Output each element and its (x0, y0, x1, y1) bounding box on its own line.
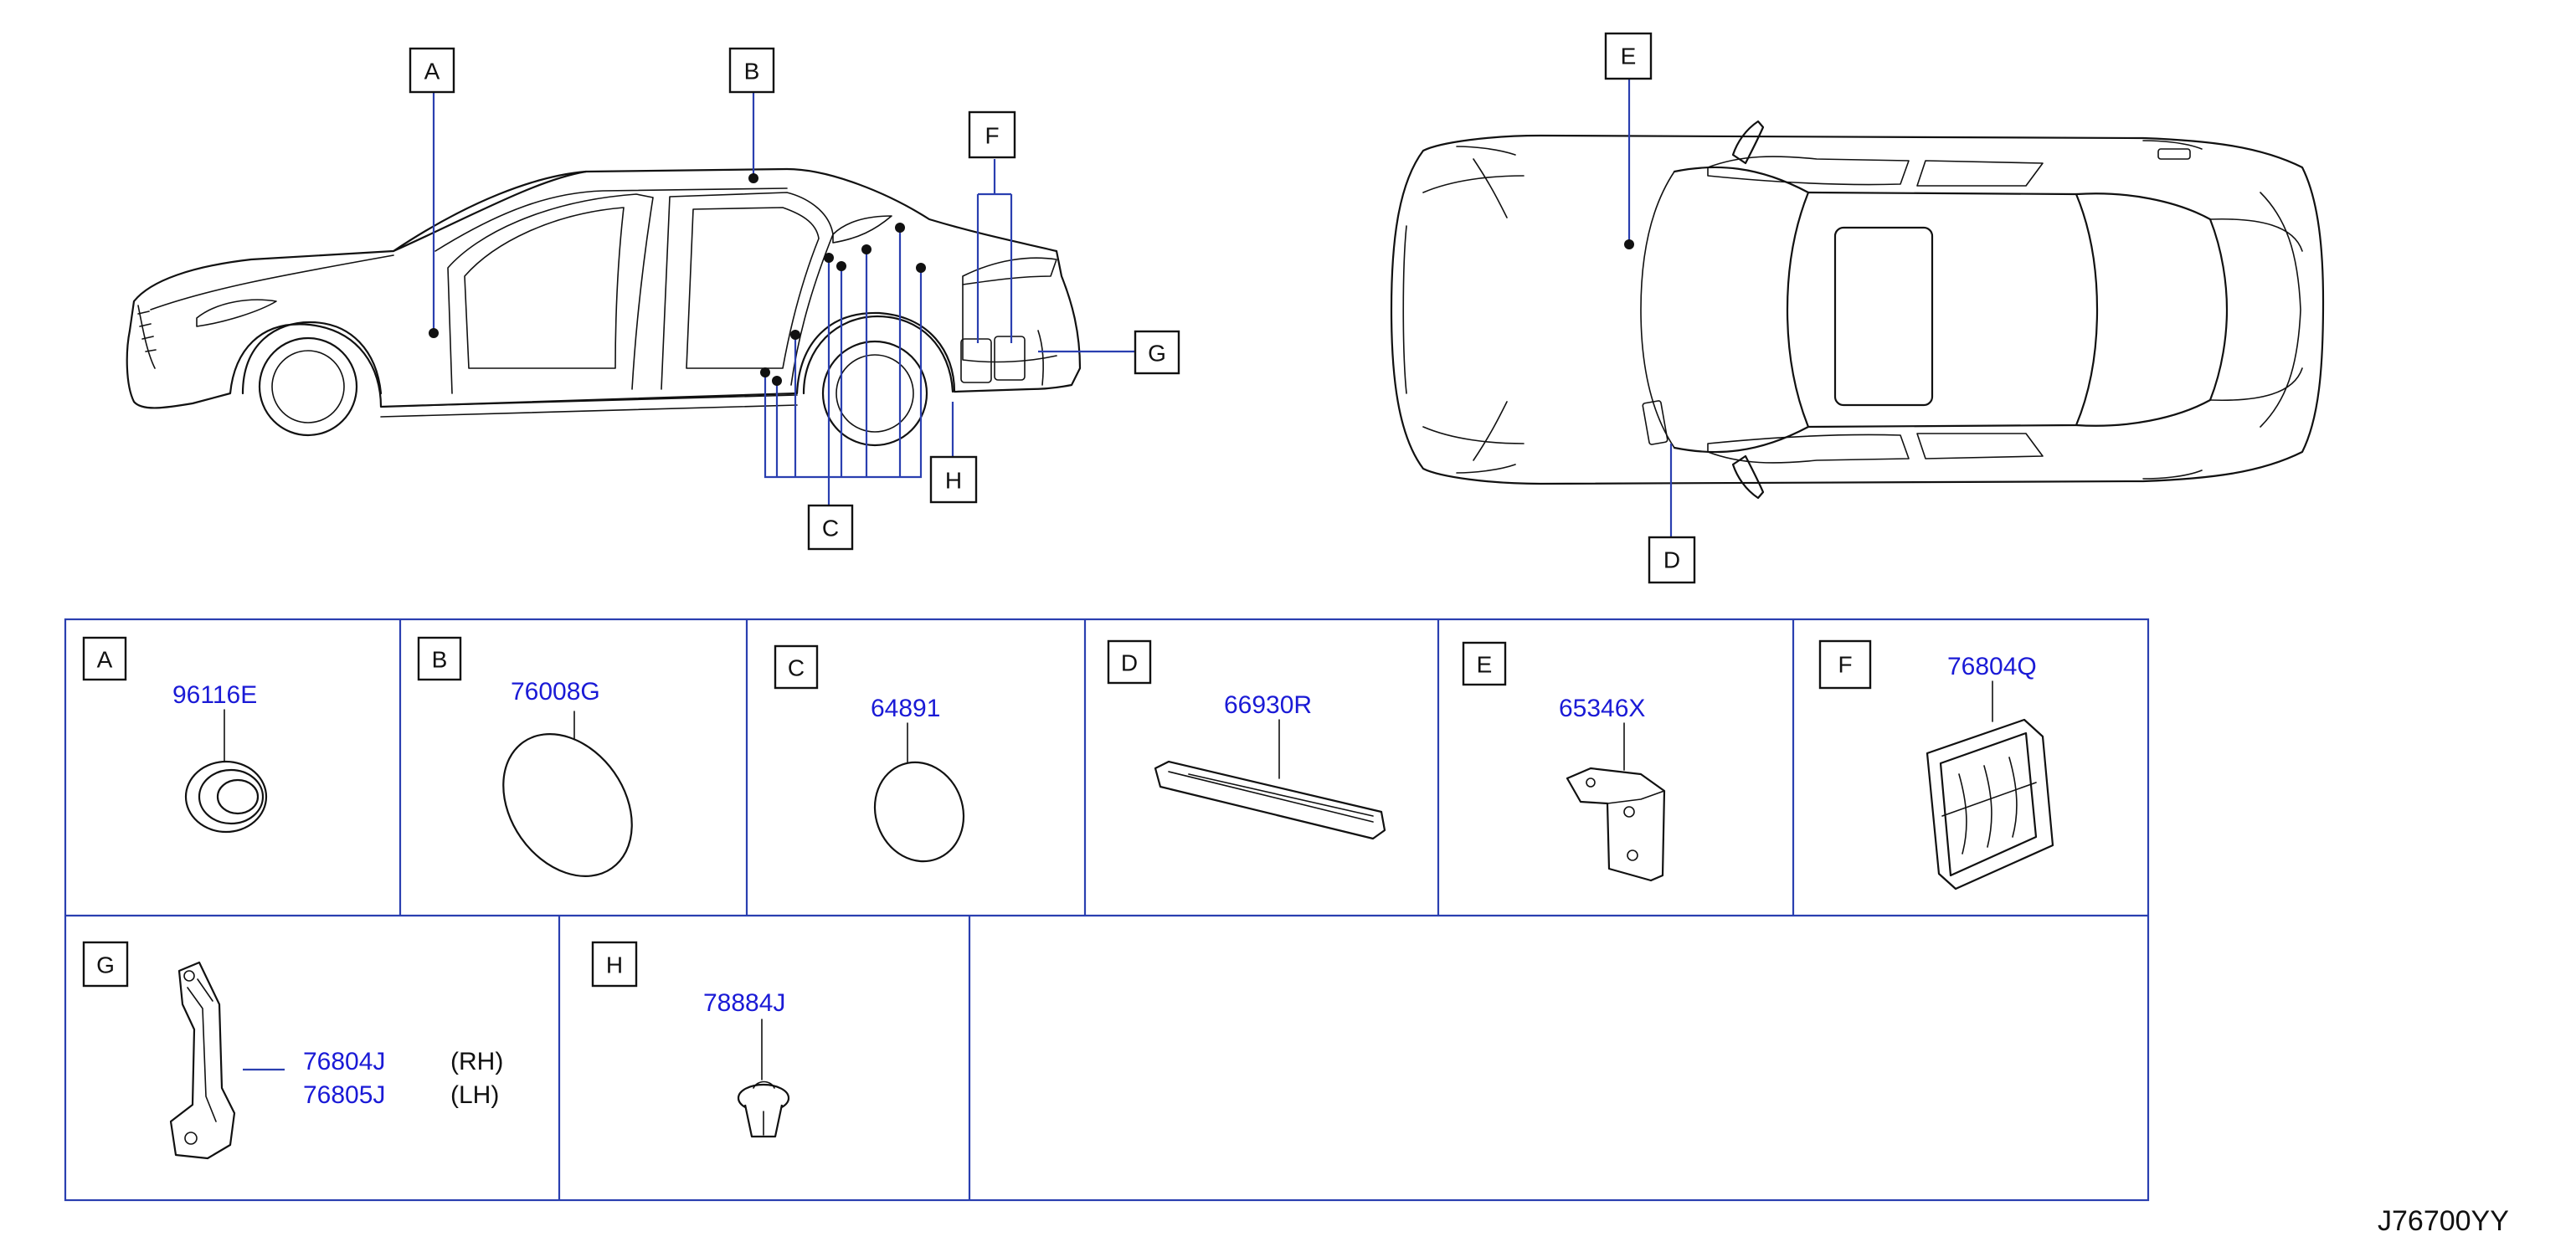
part-number-76804J[interactable]: 76804J (303, 1048, 385, 1075)
callout-C: C (807, 504, 854, 551)
part-number-66930R[interactable]: 66930R (1224, 691, 1312, 719)
svg-text:A: A (97, 647, 113, 673)
svg-text:F: F (1838, 652, 1852, 678)
callout-F: F (968, 110, 1016, 159)
sealing-pad-icon (169, 961, 236, 1160)
side-lh-label: (LH) (450, 1081, 499, 1109)
bracket-icon (1566, 767, 1666, 882)
cell-H: H 78884J (591, 941, 790, 1138)
svg-text:H: H (945, 468, 962, 494)
svg-text:G: G (1148, 341, 1166, 367)
callout-H: H (929, 455, 978, 504)
svg-text:A: A (424, 59, 440, 85)
part-number-78884J[interactable]: 78884J (703, 989, 785, 1017)
grommet-icon (184, 760, 268, 834)
side-view-leaders (432, 92, 1135, 506)
car-side-view-illustration (126, 167, 1082, 447)
cell-C: C 64891 (774, 644, 965, 863)
side-view-points (429, 173, 926, 386)
cell-E: E 65346X (1462, 641, 1666, 882)
weatherstrip-icon (1154, 760, 1386, 840)
side-rh-label: (RH) (450, 1048, 503, 1075)
callout-E: E (1604, 32, 1653, 80)
car-top-view-illustration (1390, 120, 2325, 500)
svg-text:B: B (432, 647, 448, 673)
part-number-96116E[interactable]: 96116E (172, 681, 257, 709)
cell-B: B 76008G (417, 636, 633, 877)
callout-B: B (728, 47, 775, 94)
svg-text:D: D (1121, 650, 1138, 676)
callout-D: D (1648, 536, 1696, 584)
svg-text:C: C (788, 655, 805, 681)
diagram-code: J76700YY (2378, 1205, 2509, 1237)
round-seal-icon (873, 761, 965, 863)
svg-text:E: E (1477, 652, 1493, 678)
clip-icon (737, 1080, 790, 1138)
part-number-65346X[interactable]: 65346X (1559, 695, 1645, 722)
part-number-76805J[interactable]: 76805J (303, 1081, 385, 1109)
svg-text:B: B (744, 59, 760, 85)
svg-text:D: D (1663, 547, 1680, 573)
vent-grille-icon (1926, 718, 2054, 890)
part-number-64891[interactable]: 64891 (871, 695, 940, 722)
cell-A: A 96116E (82, 636, 268, 834)
svg-text:G: G (96, 952, 115, 978)
cell-G: G 76804J 76805J (RH) (LH) (82, 941, 503, 1160)
svg-text:F: F (985, 123, 999, 149)
oval-plug-icon (502, 733, 633, 877)
callout-A: A (409, 47, 455, 94)
top-view-leaders (1624, 79, 1673, 537)
svg-text:E: E (1621, 44, 1637, 69)
part-number-76008G[interactable]: 76008G (511, 678, 600, 706)
parts-table-frame (64, 618, 2150, 1202)
cell-D: D 66930R (1107, 639, 1386, 840)
svg-text:H: H (606, 952, 623, 978)
callout-G: G (1134, 330, 1180, 375)
part-number-76804Q[interactable]: 76804Q (1947, 653, 2037, 680)
cell-F: F 76804Q (1818, 639, 2054, 890)
svg-text:C: C (822, 516, 839, 541)
